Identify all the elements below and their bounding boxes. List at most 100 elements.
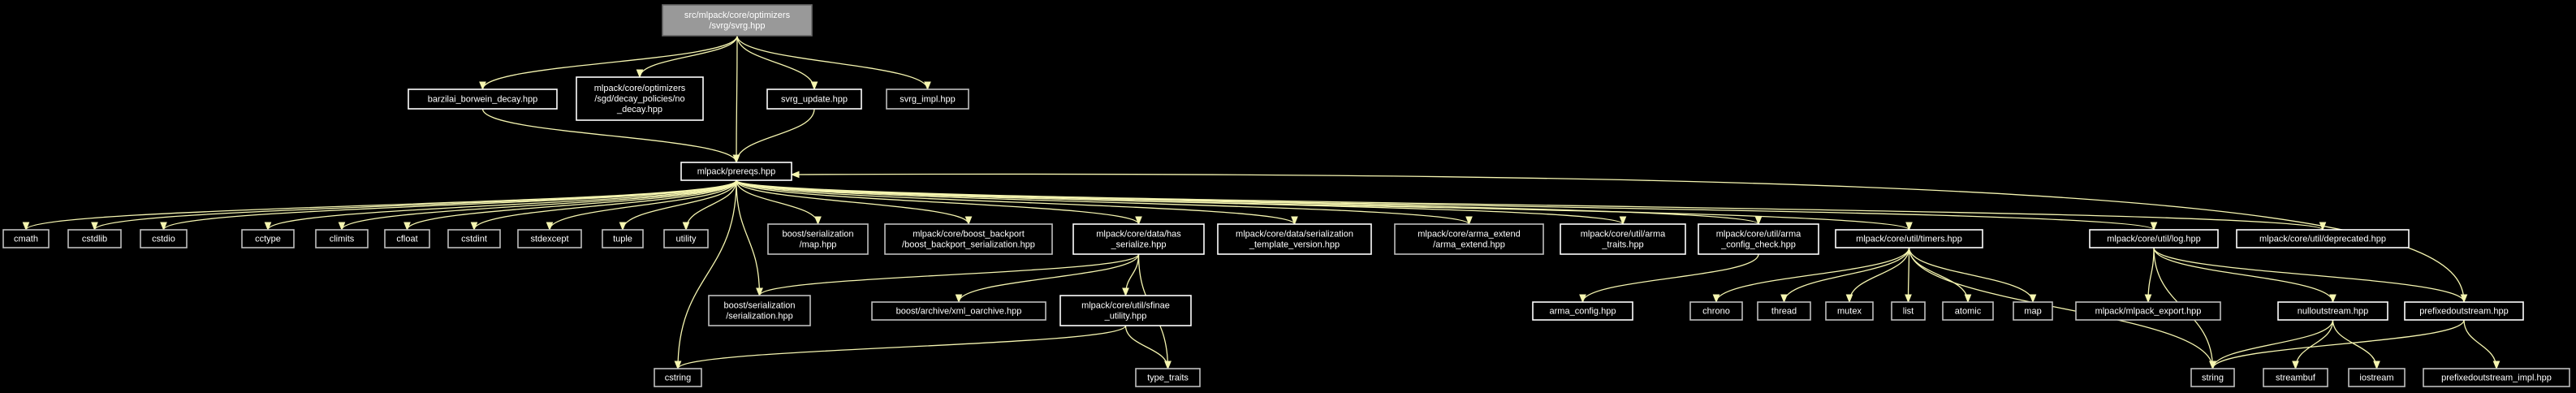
node-arma_traits[interactable]: mlpack/core/util/arma_traits.hpp — [1560, 223, 1686, 255]
node-label: mlpack/mlpack_export.hpp — [2095, 307, 2202, 317]
node-list: list — [1891, 301, 1926, 321]
edge-line — [25, 179, 737, 231]
edge-prereqs-to-arma_extend — [736, 179, 1473, 226]
node-label: mlpack/core/util/log.hpp — [2107, 235, 2201, 244]
edge-arrowhead — [1845, 294, 1853, 304]
node-box — [1072, 223, 1205, 255]
node-label: streambuf — [2276, 374, 2316, 383]
node-box — [2089, 229, 2219, 248]
node-box — [2, 229, 50, 248]
edge-svrg-to-barzilai — [479, 35, 738, 91]
node-arma_config[interactable]: arma_config.hpp — [1532, 301, 1633, 321]
node-label: cmath — [14, 235, 38, 244]
edge-prereqs-to-log — [736, 179, 2158, 231]
node-timers[interactable]: mlpack/core/util/timers.hpp — [1835, 229, 1983, 248]
edge-arrowhead — [470, 222, 478, 231]
node-box — [884, 223, 1053, 255]
node-label: map — [2024, 307, 2041, 317]
node-arma_config_check[interactable]: mlpack/core/util/arma_config_check.hpp — [1698, 223, 1819, 255]
edge-prereqs-to-boost_ser — [736, 179, 763, 297]
edge-line — [481, 108, 737, 163]
node-has_serialize[interactable]: mlpack/core/data/has_serialize.hpp — [1072, 223, 1205, 255]
node-box — [1757, 301, 1811, 321]
node-svrg: src/mlpack/core/optimizers/svrg/svrg.hpp — [662, 4, 813, 37]
edge-nulloutstream-to-iostream — [2332, 319, 2380, 370]
edge-nulloutstream-to-streambuf — [2292, 319, 2334, 370]
edge-line — [736, 179, 2324, 231]
edge-arrowhead — [1905, 222, 1913, 231]
node-label: mlpack/core/util/timers.hpp — [1856, 235, 1962, 244]
node-deprecated[interactable]: mlpack/core/util/deprecated.hpp — [2236, 229, 2410, 248]
edge-prereqs-to-utility — [682, 179, 737, 231]
node-box — [1532, 301, 1633, 321]
edge-arrowhead — [546, 222, 554, 231]
node-nodecay[interactable]: mlpack/core/optimizers/sgd/decay_policie… — [576, 76, 704, 121]
node-log[interactable]: mlpack/core/util/log.hpp — [2089, 229, 2219, 248]
node-tuple: tuple — [602, 229, 644, 248]
node-label: _traits.hpp — [1601, 240, 1643, 250]
node-barzilai[interactable]: barzilai_borwein_decay.hpp — [408, 89, 558, 110]
node-thread: thread — [1757, 301, 1811, 321]
node-climits: climits — [315, 229, 369, 248]
edge-prereqs-to-deprecated — [736, 179, 2327, 231]
edge-arrowhead — [636, 69, 644, 79]
edge-log-to-nulloutstream — [2153, 247, 2337, 304]
node-box — [2190, 368, 2235, 387]
node-label: mlpack/prereqs.hpp — [697, 167, 776, 177]
edge-arrowhead — [1122, 287, 1129, 297]
node-box — [662, 4, 813, 37]
node-box — [767, 223, 869, 255]
node-prereqs[interactable]: mlpack/prereqs.hpp — [680, 162, 792, 181]
node-label: cstring — [665, 374, 691, 383]
edge-arrowhead — [732, 154, 740, 164]
node-box — [384, 229, 430, 248]
edge-prereqs-to-boost_map — [736, 179, 822, 226]
edge-svrg-to-svrg_update — [736, 35, 818, 91]
edge-arrowhead — [1465, 216, 1473, 226]
edge-line — [2211, 319, 2334, 369]
node-label: tuple — [613, 235, 632, 244]
node-arma_extend: mlpack/core/arma_extend/arma_extend.hpp — [1394, 223, 1544, 255]
edge-arrowhead — [479, 81, 486, 91]
nodes-layer: src/mlpack/core/optimizers/svrg/svrg.hpp… — [2, 4, 2570, 387]
node-label: mutex — [1837, 307, 1862, 317]
edge-prereqs-to-cstring — [674, 179, 737, 370]
node-svrg_update[interactable]: svrg_update.hpp — [766, 89, 862, 110]
node-label: mlpack/core/util/arma — [1581, 230, 1666, 240]
node-prefixedoutstream[interactable]: prefixedoutstream.hpp — [2404, 301, 2524, 321]
node-cmath: cmath — [2, 229, 50, 248]
node-box — [708, 295, 811, 326]
node-label: svrg_update.hpp — [781, 95, 848, 105]
node-prefixed_impl: prefixedoutstream_impl.hpp — [2423, 368, 2570, 387]
edge-line — [958, 253, 1140, 303]
edge-line — [1849, 247, 1910, 303]
node-label: /serialization.hpp — [726, 312, 793, 322]
node-label: utility — [675, 235, 697, 244]
edge-arrowhead — [160, 222, 167, 231]
edge-arrowhead — [619, 222, 627, 231]
edge-line — [758, 253, 1140, 296]
edge-arrowhead — [2150, 222, 2158, 231]
node-sfinae[interactable]: mlpack/core/util/sfinae_utility.hpp — [1059, 295, 1192, 326]
node-label: _decay.hpp — [616, 105, 662, 114]
node-nulloutstream[interactable]: nulloutstream.hpp — [2277, 301, 2388, 321]
edge-line — [93, 179, 737, 231]
edge-line — [2294, 319, 2334, 369]
node-box — [2423, 368, 2570, 387]
node-chrono: chrono — [1689, 301, 1743, 321]
edge-arrowhead — [1780, 294, 1788, 304]
node-label: mlpack/core/boost_backport — [913, 230, 1025, 240]
edge-prereqs-to-timers — [736, 179, 1913, 231]
edge-arrowhead — [91, 222, 98, 231]
edge-line — [1908, 247, 1969, 303]
node-ser_template[interactable]: mlpack/core/data/serialization_template_… — [1217, 223, 1372, 255]
node-atomic: atomic — [1942, 301, 1994, 321]
edge-line — [736, 179, 969, 225]
node-label: _serialize.hpp — [1111, 240, 1167, 250]
edge-line — [2153, 247, 2334, 303]
node-box — [766, 89, 862, 110]
edge-sfinae-to-cstring — [674, 325, 1127, 370]
edge-line — [736, 179, 1140, 225]
node-label: iostream — [2359, 374, 2393, 383]
